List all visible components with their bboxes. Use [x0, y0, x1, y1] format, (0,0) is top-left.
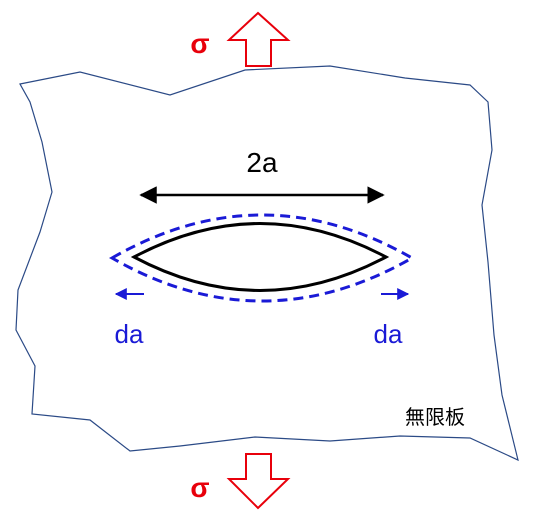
infinite-plate-label: 無限板: [405, 405, 465, 429]
da-left-label: da: [115, 319, 144, 349]
stress-arrow-bottom-icon: [226, 453, 291, 510]
crack-outline: [130, 222, 390, 292]
sigma-bottom-label: σ: [190, 472, 209, 503]
da-right-label: da: [374, 319, 403, 349]
stress-arrow-top-icon: [226, 11, 291, 67]
crack-length-label: 2a: [246, 147, 278, 178]
grown-crack-outline: [108, 213, 416, 303]
sigma-top-label: σ: [190, 28, 209, 59]
